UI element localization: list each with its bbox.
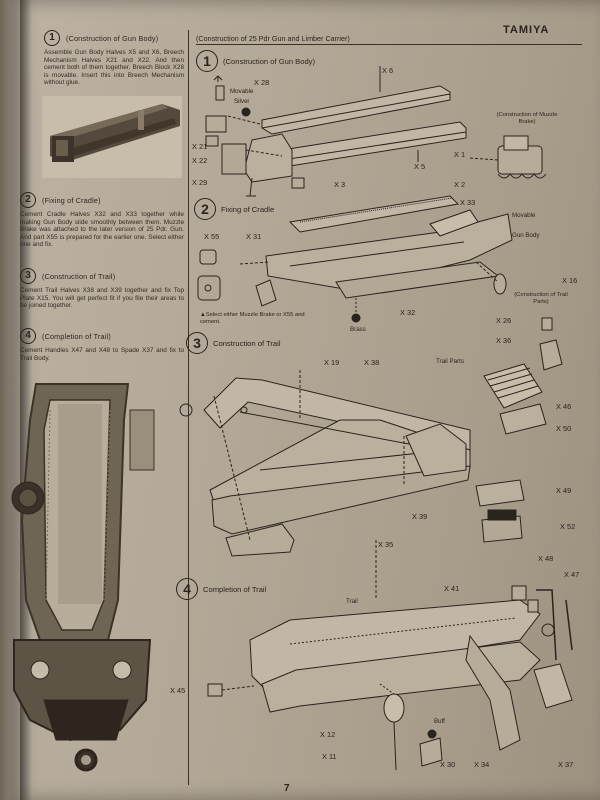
step-title: (Construction of Gun Body) (223, 56, 316, 66)
step-text: Cement Trail Halves X38 and X39 together… (20, 287, 184, 310)
label-x5: X 5 (414, 162, 426, 171)
step-number: 3 (20, 268, 36, 284)
step-text: Cement Cradle Halves X32 and X33 togethe… (20, 211, 184, 249)
left-step-4: 4 (Completion of Trail) Cement Handles X… (20, 328, 184, 362)
breech-photo (42, 96, 182, 178)
label-x52: X 52 (560, 522, 576, 531)
label-x28: X 28 (254, 78, 270, 87)
select-note: ▲Select either Muzzle Brake or X55 and c… (200, 312, 305, 325)
step-title: Fixing of Cradle (221, 204, 275, 214)
tamiya-logo: TAMIYA (503, 24, 550, 36)
step-number: 3 (186, 332, 208, 354)
label-muzzle-brake: (Construction of Muzzle Brake) (496, 112, 558, 125)
page-number: 7 (284, 783, 290, 794)
step-number: 2 (194, 198, 216, 220)
step-number: 4 (20, 328, 36, 344)
label-buff: Buff (434, 718, 445, 725)
step-number: 4 (176, 578, 198, 600)
label-movable: Movable (230, 88, 254, 95)
label-x19: X 19 (324, 358, 340, 367)
step-title: (Fixing of Cradle) (42, 195, 101, 205)
step-title: (Construction of Trail) (42, 271, 116, 281)
label-x31: X 31 (246, 232, 262, 241)
label-x32: X 32 (400, 308, 416, 317)
label-trail-parts: Trail Parts (436, 358, 464, 365)
label-x33: X 33 (460, 198, 476, 207)
label-x1: X 1 (454, 150, 466, 159)
label-x46: X 46 (556, 402, 572, 411)
diagram-step-4-head: 4 Completion of Trail (176, 578, 266, 600)
label-x38: X 38 (364, 358, 380, 367)
diagram-step-2-head: 2 Fixing of Cradle (194, 198, 274, 220)
step-number: 2 (20, 192, 36, 208)
label-x50: X 50 (556, 424, 572, 433)
label-x35: X 35 (378, 540, 394, 549)
step-title: Construction of Trail (213, 338, 281, 348)
label-x37: X 37 (558, 760, 574, 769)
step-title: (Construction of Gun Body) (66, 33, 159, 43)
header-rule (196, 44, 582, 45)
diagram-step-1-head: 1 (Construction of Gun Body) (196, 50, 315, 72)
diagram-step-3-head: 3 Construction of Trail (186, 332, 281, 354)
label-x26: X 26 (496, 316, 512, 325)
label-x3: X 3 (334, 180, 346, 189)
label-trail: Trail (346, 598, 358, 605)
label-x39: X 39 (412, 512, 428, 521)
label-silver: Silver (234, 98, 250, 105)
label-x30: X 30 (440, 760, 456, 769)
label-gun-body: Gun Body (512, 232, 540, 239)
label-x6: X 6 (382, 66, 394, 75)
left-step-1: 1 (Construction of Gun Body) Assemble Gu… (44, 30, 184, 87)
label-movable-2: Movable (512, 212, 536, 219)
step-number: 1 (44, 30, 60, 46)
label-x2: X 2 (454, 180, 466, 189)
label-x12: X 12 (320, 730, 336, 739)
label-x47: X 47 (564, 570, 580, 579)
label-x48: X 48 (538, 554, 554, 563)
step-title: (Completion of Trail) (42, 331, 111, 341)
label-x36: X 36 (496, 336, 512, 345)
step-number: 1 (196, 50, 218, 72)
section-title: (Construction of 25 Pdr Gun and Limber C… (196, 34, 350, 43)
label-x45: X 45 (170, 686, 186, 695)
label-x55: X 55 (204, 232, 220, 241)
label-x49: X 49 (556, 486, 572, 495)
column-divider (188, 30, 189, 785)
left-step-3: 3 (Construction of Trail) Cement Trail H… (20, 268, 184, 310)
step-title: Completion of Trail (203, 584, 267, 594)
left-step-2: 2 (Fixing of Cradle) Cement Cradle Halve… (20, 192, 184, 249)
label-x34: X 34 (474, 760, 490, 769)
label-trail-parts-construction: (Construction of Trail Parts) (514, 292, 568, 305)
step-text: Cement Handles X47 and X48 to Spade X37 … (20, 347, 184, 362)
label-x11: X 11 (322, 752, 337, 761)
label-x29: X 29 (192, 178, 208, 187)
label-x22: X 22 (192, 156, 208, 165)
label-x16: X 16 (562, 276, 578, 285)
step-text: Assemble Gun Body Halves X5 and X6, Bree… (44, 49, 184, 87)
label-brass: Brass (350, 326, 366, 333)
label-x41: X 41 (444, 584, 460, 593)
label-x21: X 21 (192, 142, 208, 151)
